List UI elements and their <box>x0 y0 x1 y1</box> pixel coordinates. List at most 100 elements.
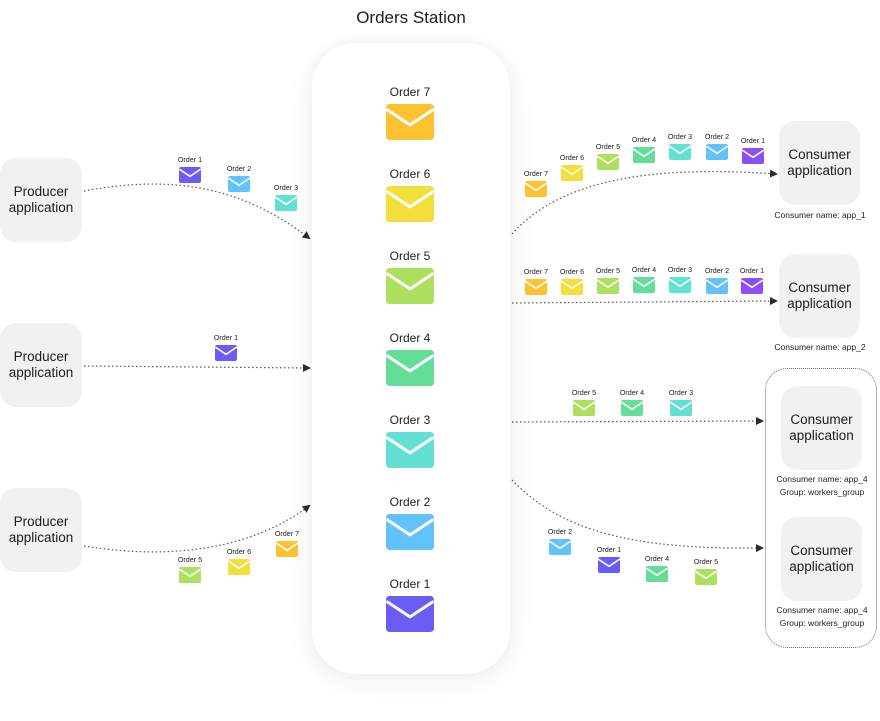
order-label: Order 5 <box>595 142 621 151</box>
envelope-icon <box>525 279 547 295</box>
order-envelope: Order 7 <box>496 267 576 295</box>
consumer-label: application <box>789 559 854 574</box>
order-label: Order 6 <box>226 547 252 556</box>
order-envelope: Order 2 <box>677 132 757 160</box>
producer-2-arrow <box>83 363 311 372</box>
order-label: Order 1 <box>389 577 431 591</box>
envelope-icon <box>598 557 620 573</box>
order-label: Order 2 <box>547 527 573 536</box>
envelope-icon <box>695 569 717 585</box>
consumer-label: application <box>787 296 852 311</box>
consumer-label: application <box>787 163 852 178</box>
producer-label: Producer <box>13 349 69 364</box>
order-envelope: Order 5 <box>544 388 624 416</box>
order-label: Order 1 <box>596 545 622 554</box>
envelope-icon <box>561 165 583 181</box>
envelope-icon <box>561 279 583 295</box>
envelope-icon <box>549 539 571 555</box>
envelope-icon <box>621 400 643 416</box>
order-label: Order 3 <box>667 265 693 274</box>
envelope-icon <box>633 147 655 163</box>
envelope-icon <box>386 514 434 550</box>
consumer-label: Consumer <box>790 543 853 558</box>
order-label: Order 3 <box>667 132 693 141</box>
order-envelope: Order 2 <box>677 266 757 294</box>
order-label: Order 5 <box>177 555 203 564</box>
consumer-group-boundary <box>765 368 877 648</box>
envelope-icon <box>669 277 691 293</box>
order-envelope: Order 3 <box>370 413 450 468</box>
consumer-name-caption: Consumer name: app_1 <box>774 210 866 220</box>
order-label: Order 4 <box>631 265 657 274</box>
envelope-icon <box>179 567 201 583</box>
order-envelope: Order 5 <box>150 555 230 583</box>
order-label: Order 6 <box>559 153 585 162</box>
order-envelope: Order 5 <box>568 266 648 294</box>
consumer-label: Consumer <box>790 412 853 427</box>
consumer-4-arrow <box>511 479 764 553</box>
order-envelope: Order 1 <box>186 333 266 361</box>
consumer-3-arrow <box>511 417 764 426</box>
order-label: Order 7 <box>523 267 549 276</box>
consumer-label: Consumer <box>788 280 851 295</box>
order-envelope: Order 6 <box>532 267 612 295</box>
order-label: Order 3 <box>668 388 694 397</box>
consumer-name-caption: Consumer name: app_2 <box>774 342 866 352</box>
order-envelope: Order 1 <box>150 155 230 183</box>
producer-label: application <box>8 365 74 380</box>
order-label: Order 4 <box>644 554 670 563</box>
order-label: Order 1 <box>739 266 765 275</box>
envelope-icon <box>706 144 728 160</box>
envelope-icon <box>669 144 691 160</box>
order-envelope: Order 3 <box>640 265 720 293</box>
order-label: Order 1 <box>213 333 239 342</box>
order-envelope: Order 4 <box>370 331 450 386</box>
order-envelope: Order 3 <box>641 388 721 416</box>
order-envelope: Order 1 <box>713 136 793 164</box>
envelope-icon <box>179 167 201 183</box>
order-label: Order 4 <box>619 388 645 397</box>
envelope-icon <box>386 350 434 386</box>
consumer-group-caption: Group: workers_group <box>779 487 865 497</box>
order-label: Order 7 <box>523 169 549 178</box>
order-envelope: Order 6 <box>370 167 450 222</box>
envelope-icon <box>646 566 668 582</box>
envelope-icon <box>215 345 237 361</box>
envelope-icon <box>228 559 250 575</box>
order-label: Order 2 <box>704 132 730 141</box>
envelope-icon <box>573 400 595 416</box>
envelope-icon <box>597 278 619 294</box>
order-envelope: Order 2 <box>199 164 279 192</box>
order-envelope: Order 4 <box>604 265 684 293</box>
order-envelope: Order 4 <box>592 388 672 416</box>
order-label: Order 4 <box>631 135 657 144</box>
order-envelope: Order 3 <box>246 183 326 211</box>
envelope-icon <box>633 277 655 293</box>
consumer-name-caption: Consumer name: app_4 <box>776 605 868 615</box>
order-label: Order 6 <box>559 267 585 276</box>
envelope-icon <box>386 268 434 304</box>
consumer-label: Consumer <box>788 147 851 162</box>
order-envelope: Order 6 <box>199 547 279 575</box>
order-envelope: Order 7 <box>370 85 450 140</box>
order-envelope: Order 5 <box>568 142 648 170</box>
order-envelope: Order 7 <box>496 169 576 197</box>
order-envelope: Order 4 <box>604 135 684 163</box>
order-envelope: Order 6 <box>532 153 612 181</box>
producer-label: application <box>8 530 74 545</box>
order-envelope: Order 7 <box>247 529 327 557</box>
order-label: Order 6 <box>389 167 431 181</box>
envelope-icon <box>741 278 763 294</box>
producer-3-arrow <box>83 504 311 553</box>
order-label: Order 5 <box>595 266 621 275</box>
order-label: Order 5 <box>571 388 597 397</box>
envelope-icon <box>525 181 547 197</box>
